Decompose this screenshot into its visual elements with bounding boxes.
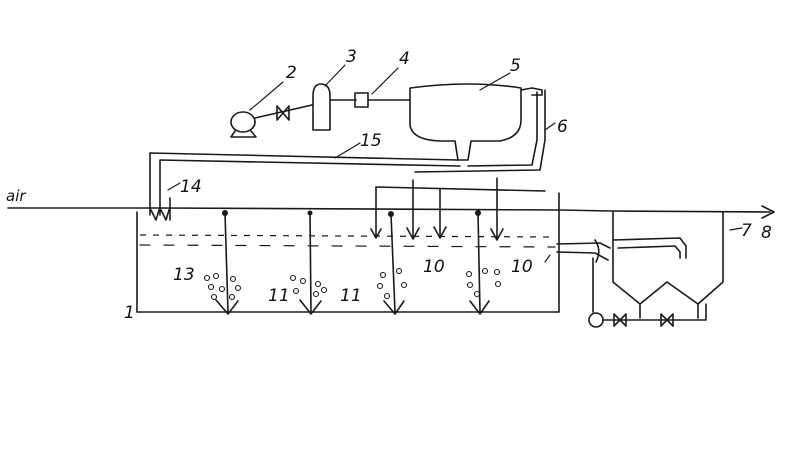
pipe-6: [414, 89, 546, 173]
label-11a: 11: [268, 286, 290, 306]
bubbles-11: [289, 274, 328, 298]
air-line: [7, 205, 775, 219]
aerator-mid-left: [299, 210, 322, 315]
bubbles-10-right: [465, 267, 502, 298]
pump-2: [230, 111, 257, 138]
label-8: 8: [761, 223, 772, 243]
label-10a: 10: [423, 257, 445, 277]
label-15: 15: [360, 131, 382, 151]
drain-line: [588, 257, 707, 328]
reservoir-5: [409, 83, 543, 161]
label-6: 6: [557, 117, 568, 137]
outlet-pipe: [556, 239, 611, 263]
label-4: 4: [399, 49, 410, 69]
callout-labels: air 1 2 3 4 5 6 7 8 10 10 11 11 13 14 15: [6, 47, 772, 323]
aerator-left: [215, 210, 239, 315]
label-10b: 10: [511, 257, 533, 277]
label-air: air: [6, 187, 26, 205]
distribution-header: [370, 177, 546, 241]
pipe-15: [149, 152, 461, 221]
label-13: 13: [173, 265, 195, 285]
label-3: 3: [346, 47, 357, 67]
valve-top: [254, 104, 313, 121]
label-14: 14: [180, 177, 202, 197]
balloon-3: [312, 83, 331, 131]
label-11b: 11: [340, 286, 362, 306]
leader-lines: [167, 64, 743, 263]
settler-7: [612, 211, 724, 319]
aerator-mid-right: [383, 211, 405, 315]
meter-4: [329, 92, 411, 108]
label-7: 7: [741, 221, 752, 241]
aerator-right: [469, 210, 490, 315]
bubbles-10-left: [376, 267, 408, 300]
bubbles-13: [203, 272, 242, 301]
label-5: 5: [510, 56, 521, 76]
label-2: 2: [286, 63, 297, 83]
label-1: 1: [124, 303, 135, 323]
